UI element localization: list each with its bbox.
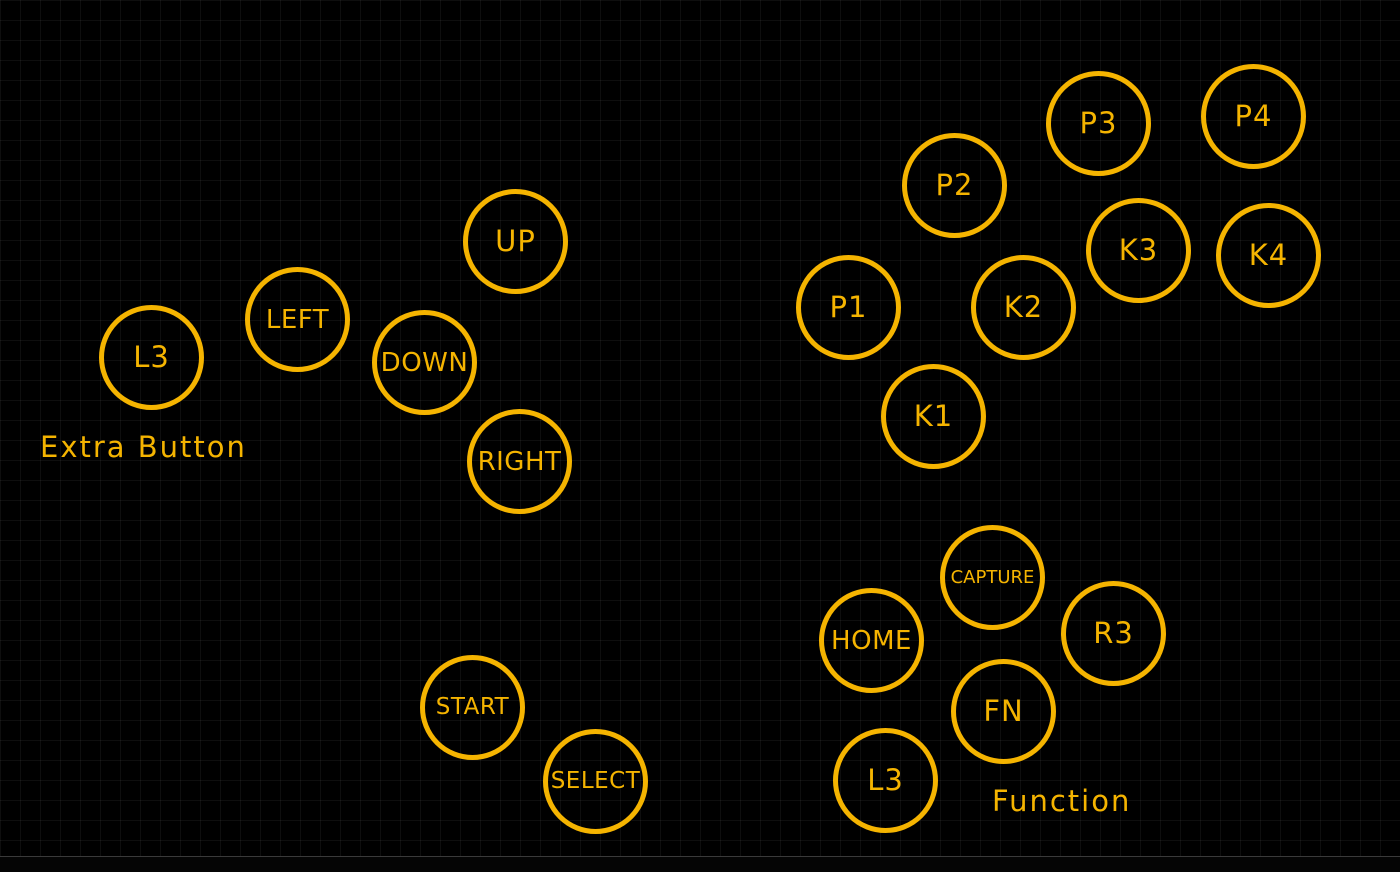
bottom-border — [0, 856, 1400, 872]
k2-button-label: K2 — [1003, 290, 1044, 324]
k3-button-label: K3 — [1118, 233, 1159, 267]
left-button-label: LEFT — [265, 304, 330, 335]
k1-button-label: K1 — [913, 399, 954, 433]
extra-button-caption: Extra Button — [40, 430, 247, 464]
p1-button-label: P1 — [829, 290, 868, 324]
p4-button[interactable]: P4 — [1201, 64, 1306, 169]
l3-button-function-label: L3 — [867, 763, 904, 797]
k4-button[interactable]: K4 — [1216, 203, 1321, 308]
left-button[interactable]: LEFT — [245, 267, 350, 372]
p4-button-label: P4 — [1234, 99, 1273, 133]
k2-button[interactable]: K2 — [971, 255, 1076, 360]
down-button[interactable]: DOWN — [372, 310, 477, 415]
p1-button[interactable]: P1 — [796, 255, 901, 360]
l3-button-extra[interactable]: L3 — [99, 305, 204, 410]
p2-button-label: P2 — [935, 168, 974, 202]
k1-button[interactable]: K1 — [881, 364, 986, 469]
up-button[interactable]: UP — [463, 189, 568, 294]
p2-button[interactable]: P2 — [902, 133, 1007, 238]
down-button-label: DOWN — [380, 347, 469, 378]
up-button-label: UP — [495, 224, 536, 258]
r3-button-label: R3 — [1093, 616, 1134, 650]
k3-button[interactable]: K3 — [1086, 198, 1191, 303]
right-button-label: RIGHT — [477, 446, 562, 477]
k4-button-label: K4 — [1248, 238, 1289, 272]
fn-button-label: FN — [983, 694, 1024, 728]
start-button-label: START — [435, 694, 510, 720]
home-button[interactable]: HOME — [819, 588, 924, 693]
select-button[interactable]: SELECT — [543, 729, 648, 834]
fn-button[interactable]: FN — [951, 659, 1056, 764]
p3-button[interactable]: P3 — [1046, 71, 1151, 176]
p3-button-label: P3 — [1079, 106, 1118, 140]
l3-button-extra-label: L3 — [133, 340, 170, 374]
function-caption: Function — [992, 784, 1132, 818]
home-button-label: HOME — [831, 625, 912, 656]
start-button[interactable]: START — [420, 655, 525, 760]
capture-button[interactable]: CAPTURE — [940, 525, 1045, 630]
capture-button-label: CAPTURE — [950, 566, 1035, 588]
l3-button-function[interactable]: L3 — [833, 728, 938, 833]
r3-button[interactable]: R3 — [1061, 581, 1166, 686]
select-button-label: SELECT — [550, 768, 641, 794]
right-button[interactable]: RIGHT — [467, 409, 572, 514]
